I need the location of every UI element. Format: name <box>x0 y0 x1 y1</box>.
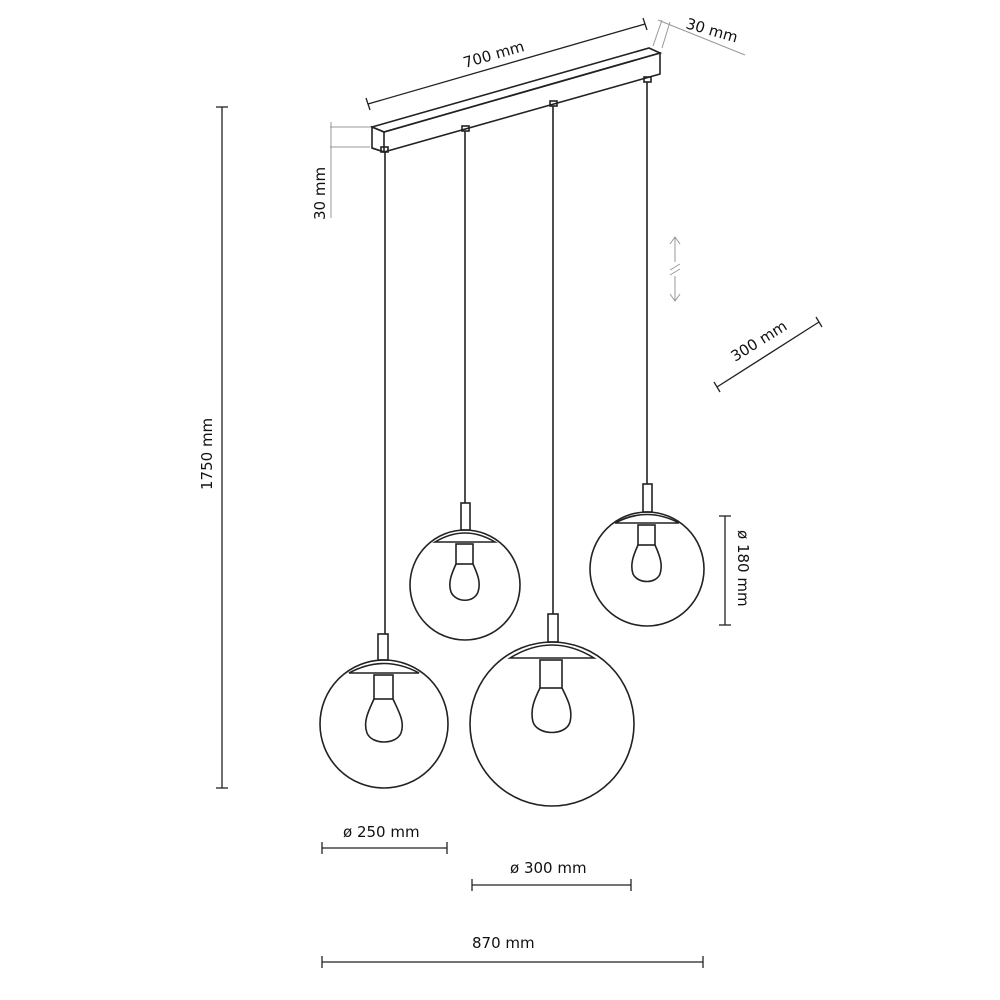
label-large-globe: ø 300 mm <box>510 859 587 877</box>
dimension-300-globe <box>471 879 632 891</box>
dimension-300-cable <box>713 316 823 393</box>
globe-large <box>469 613 635 807</box>
label-bar-height: 30 mm <box>311 167 329 220</box>
label-bar-length: 700 mm <box>461 37 526 72</box>
dimension-870 <box>321 956 704 968</box>
cables <box>384 82 648 634</box>
label-medium-globe: ø 250 mm <box>343 823 420 841</box>
dimension-1750 <box>216 106 228 789</box>
dimension-700 <box>365 17 648 111</box>
label-total-height: 1750 mm <box>198 418 216 490</box>
ceiling-bar <box>369 47 663 154</box>
dimension-bar-depth <box>652 19 746 56</box>
dimension-250 <box>321 842 448 854</box>
dimension-bar-height <box>330 122 370 218</box>
globe-left <box>319 633 449 789</box>
globe-right <box>589 483 705 627</box>
label-total-width: 870 mm <box>472 934 535 952</box>
label-small-globe: ø 180 mm <box>734 530 752 607</box>
adjustable-arrows <box>669 236 681 302</box>
label-adjustable-cable: 300 mm <box>728 317 791 365</box>
dimension-180 <box>719 515 731 626</box>
globe-middle <box>409 502 521 641</box>
